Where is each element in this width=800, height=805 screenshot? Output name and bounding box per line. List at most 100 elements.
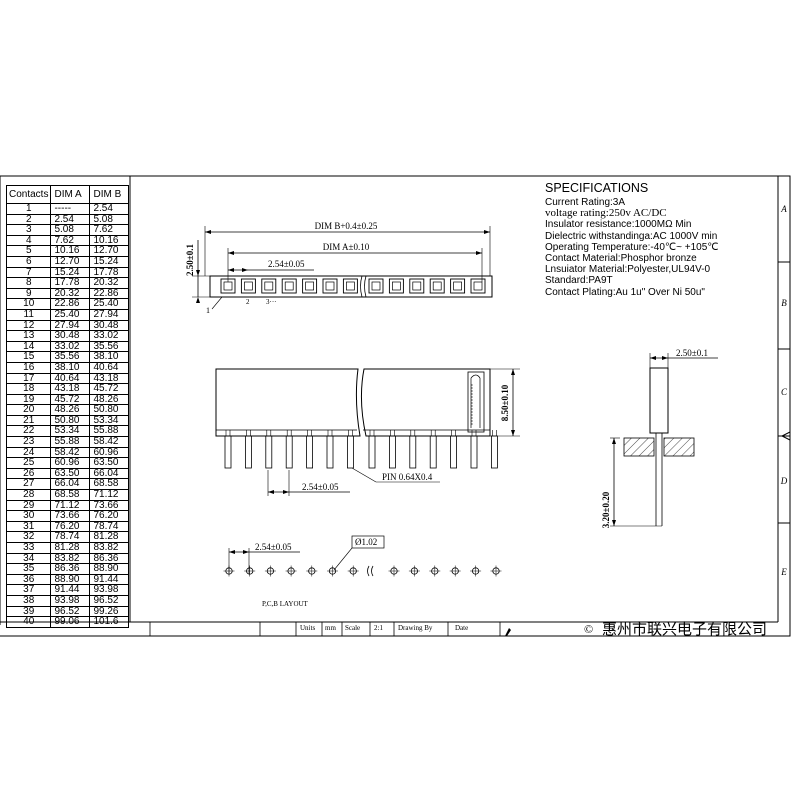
zone-letter-a: A (780, 204, 787, 214)
socket-outline (302, 278, 318, 294)
cell-dim-a: 91.44 (50, 584, 91, 596)
pin-lead (265, 435, 273, 469)
pcb-layout-label: P,C,B LAYOUT (262, 600, 309, 608)
socket-hole (473, 281, 483, 291)
cell-contacts: 5 (5, 245, 52, 257)
socket-hole (371, 281, 381, 291)
pin-lead (368, 435, 376, 469)
cell-contacts: 3 (5, 224, 52, 236)
cell-dim-a: 2.54 (50, 213, 91, 226)
company-prefix: © (584, 622, 593, 636)
tb-date: Date (455, 624, 468, 632)
cell-dim-b: 83.82 (89, 542, 130, 554)
company-logo-mark (505, 628, 511, 636)
cell-dim-a: 17.78 (50, 277, 91, 289)
cell-contacts: 7 (5, 266, 52, 279)
cell-contacts: 24 (5, 446, 52, 459)
outer-frame (0, 175, 791, 637)
socket-hole (346, 281, 355, 291)
cell-dim-a: 5.08 (50, 224, 91, 236)
cell-dim-b: 81.28 (89, 531, 130, 543)
cell-dim-a: 45.72 (50, 393, 91, 406)
cell-dim-a: 55.88 (50, 436, 91, 448)
socket-hole (223, 281, 233, 291)
pin3-label: 3··· (266, 298, 277, 306)
socket-outline (322, 278, 338, 294)
table-row: 1-----2.54 (5, 203, 130, 215)
front-view: 8.50±0.10 2.54±0.05 PIN 0.64X0.4 (215, 368, 520, 496)
socket-outline (342, 278, 358, 294)
socket-outline (240, 278, 256, 294)
cell-contacts: 21 (5, 414, 52, 427)
table-header-row: Contacts DIM A DIM B (5, 185, 130, 204)
pin1-label: 1 (206, 306, 210, 315)
pin-lead (306, 435, 314, 469)
cell-dim-b: 38.10 (89, 351, 130, 363)
socket-hole (264, 281, 274, 291)
cell-dim-b: 55.88 (89, 425, 130, 438)
zone-letter-b: B (781, 298, 787, 308)
cell-contacts: 35 (5, 563, 52, 575)
socket-hole (392, 281, 401, 291)
cell-dim-b: 73.66 (89, 499, 130, 512)
socket-outline (261, 278, 277, 294)
spec-operating-temp: Operating Temperature:-40℃~ +105℃ (545, 241, 719, 253)
cell-dim-b: 20.32 (89, 277, 130, 289)
cell-contacts: 6 (5, 255, 52, 268)
specifications-block: SPECIFICATIONS Current Rating:3A voltage… (545, 181, 719, 298)
pitch-top-label: 2.54±0.05 (268, 259, 305, 269)
pin-lead (244, 435, 252, 469)
cell-contacts: 16 (5, 361, 52, 374)
header-dim-b: DIM B (89, 185, 130, 204)
cell-contacts: 14 (5, 340, 52, 353)
cell-contacts: 33 (5, 542, 52, 554)
cell-contacts: 15 (5, 351, 52, 363)
dim-b-label: DIM B+0.4±0.25 (315, 221, 378, 231)
tb-scale-val: 2:1 (374, 624, 383, 632)
pin-lead (285, 435, 293, 469)
hole-dia-label: Ø1.02 (355, 537, 377, 547)
cell-dim-b: 10.16 (89, 234, 130, 247)
cell-dim-a: 78.74 (50, 531, 91, 543)
cell-dim-a: 99.06 (50, 616, 91, 628)
spec-voltage-rating: voltage rating:250v AC/DC (545, 207, 667, 220)
cell-dim-b: 7.62 (89, 224, 130, 236)
cell-dim-b: 30.48 (89, 319, 130, 332)
cell-dim-b: 99.26 (89, 605, 130, 618)
spec-standard: Standard:PA9T (545, 275, 613, 287)
cell-dim-b: 91.44 (89, 573, 130, 586)
body-height-label: 8.50±0.10 (500, 384, 510, 421)
cell-dim-b: 71.12 (89, 489, 130, 501)
cell-dim-a: 83.82 (50, 552, 91, 565)
cell-contacts: 20 (5, 404, 52, 416)
socket-outline (470, 278, 486, 294)
cell-dim-b: 66.04 (89, 467, 130, 480)
tb-mm: mm (325, 624, 336, 632)
height-top-label: 2.50±0.1 (185, 244, 195, 276)
socket-outline (450, 278, 466, 294)
pin-lead (224, 435, 232, 469)
cell-dim-b: 12.70 (89, 245, 130, 257)
cell-dim-b: 48.26 (89, 393, 130, 406)
center-mark-right (780, 431, 791, 441)
cell-dim-b: 50.80 (89, 404, 130, 416)
cell-dim-a: 88.90 (50, 573, 91, 586)
pin-lead (429, 435, 437, 469)
cell-dim-a: 63.50 (50, 467, 91, 480)
cell-dim-a: 12.70 (50, 255, 91, 268)
cell-contacts: 19 (5, 393, 52, 406)
cell-dim-b: 53.34 (89, 414, 130, 427)
